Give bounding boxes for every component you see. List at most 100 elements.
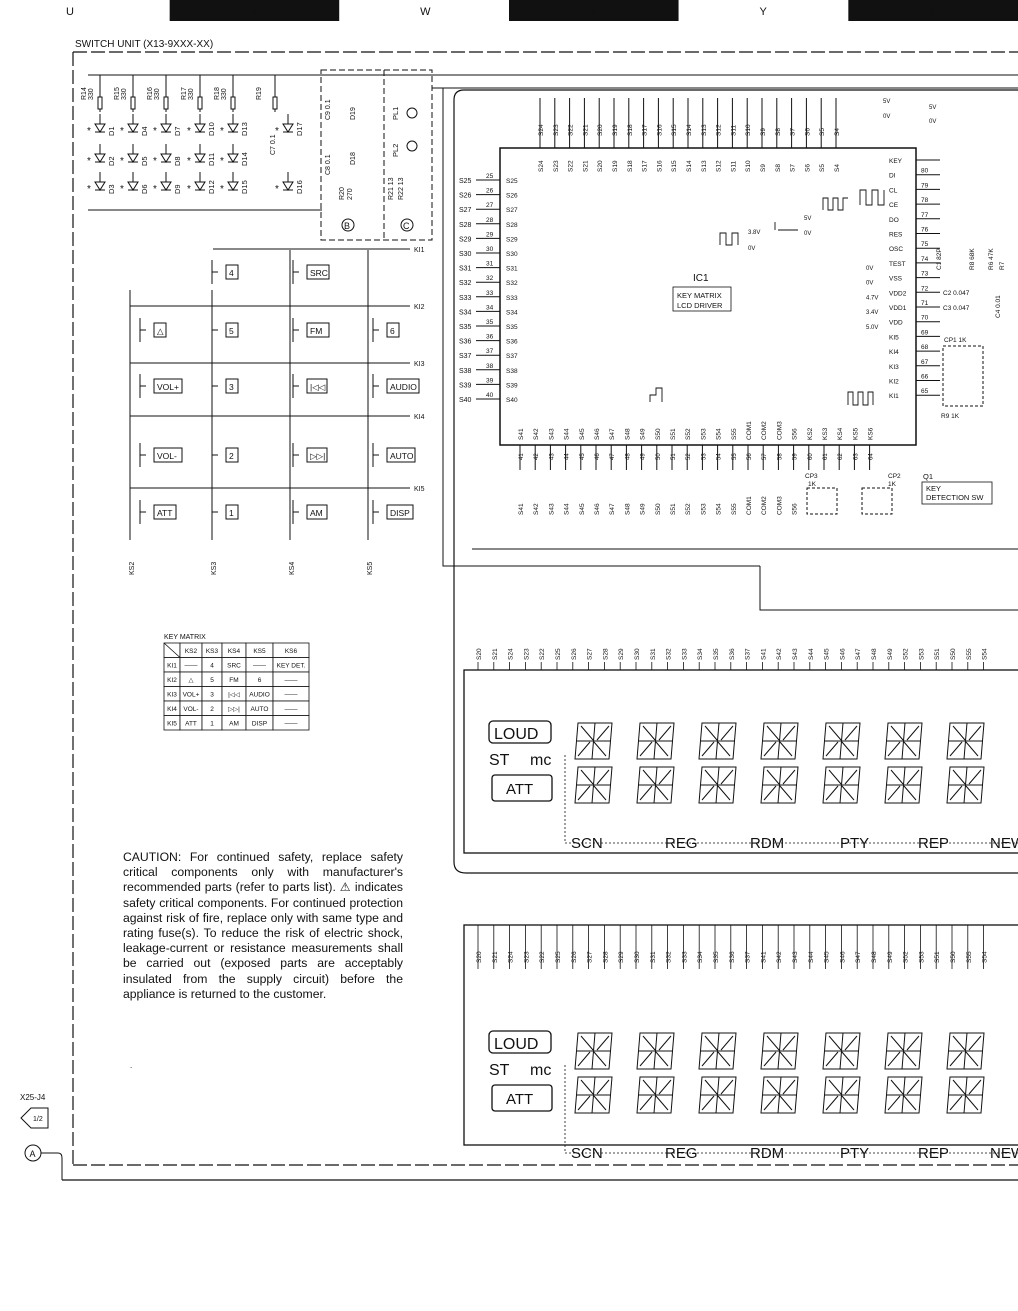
switch-contact-icon [372, 443, 379, 467]
resistor-val: 330 [88, 88, 95, 100]
ic-right-sig: KI3 [889, 364, 899, 371]
lcd-pin-sig: S36 [729, 951, 736, 963]
lcd-pin-sig: S30 [634, 951, 641, 963]
resistor-val: 330 [188, 88, 195, 100]
led-ref: D4 [140, 126, 149, 136]
safety-star-icon: * [187, 126, 191, 137]
resistor-r20-val: 270 [347, 188, 354, 200]
switch-contact-icon [211, 443, 218, 467]
lcd-frame [463, 669, 1018, 854]
lcd-pin-sig: S21 [492, 648, 499, 660]
res-r6: R6 47K [988, 248, 995, 270]
lcd-segment-char-icon [574, 1032, 613, 1070]
ic-right-num: 78 [921, 197, 929, 204]
ic-bottom-sig: KS5 [852, 427, 859, 440]
lcd-pin-sig: S48 [871, 951, 878, 963]
table-cell-text: KS5 [253, 648, 266, 655]
ic-bottom-sig: S46 [594, 428, 601, 440]
ic-top-sig: S19 [612, 124, 619, 136]
ic-left-num: 33 [486, 290, 494, 297]
lcd-pin-sig: S24 [508, 648, 515, 660]
ic-top-inner-sig: S4 [834, 164, 841, 172]
lcd-pin-sig: S51 [934, 648, 941, 660]
ic-left-sig: S39 [459, 382, 472, 389]
lcd-pin-sig: S32 [666, 648, 673, 660]
ic-right-num: 76 [921, 227, 929, 234]
ic-left-num: 35 [486, 319, 494, 326]
lcd-pin-sig: S52 [903, 648, 910, 660]
ic-right-num: 67 [921, 359, 929, 366]
ic-right-sig: VDD2 [889, 290, 907, 297]
ic-right-sig: CE [889, 202, 899, 209]
key-box [306, 322, 330, 338]
lamp-icon [406, 140, 418, 152]
lcd-pin-sig: S42 [776, 648, 783, 660]
ic-top-sig: S12 [716, 124, 723, 136]
key-box [306, 264, 330, 280]
ic-bottom-sig: KS2 [807, 427, 814, 440]
led-ref: D7 [173, 126, 182, 136]
switch-contact-icon [211, 374, 218, 398]
ic-bottom-ext-sig: S49 [640, 503, 647, 515]
table-cell-text: |◁◁ [228, 692, 241, 699]
ic-top-sig: S8 [775, 128, 782, 136]
lcd-att-box [491, 774, 553, 802]
lcd-frame [463, 924, 1018, 1146]
ic-left-inner-sig: S34 [506, 309, 518, 316]
volt-label: 5V [804, 216, 811, 222]
ic-bottom-ext-sig: S56 [792, 503, 799, 515]
key-box [153, 378, 183, 394]
ic1-desc-box [672, 286, 732, 312]
ic-left-num: 37 [486, 348, 494, 355]
diode-d19: D19 [350, 107, 357, 120]
key-box [153, 504, 177, 520]
option-mark-icon [400, 218, 414, 232]
lcd-segment-char-icon [698, 766, 737, 804]
lcd-pin-sig: S43 [792, 648, 799, 660]
lcd-att: ATT [506, 781, 533, 798]
key-box [153, 322, 167, 338]
volt-label: 0V [748, 246, 755, 252]
zone-cell [678, 0, 849, 21]
q1-desc-1: KEY [926, 484, 941, 493]
lcd-pin-sig: S28 [602, 951, 609, 963]
led-diode-icon [160, 153, 172, 163]
zone-cell [339, 0, 509, 21]
ic-bottom-sig: S43 [548, 428, 555, 440]
switch-contact-icon [292, 374, 299, 398]
key-label: AUTO [390, 451, 414, 461]
ic-bottom-ext-sig: S43 [548, 503, 555, 515]
ic-right-sig: VDD1 [889, 305, 907, 312]
resistor-ref: R14 [81, 87, 88, 100]
ic-top-sig: S17 [642, 124, 649, 136]
connector-arrow-icon [20, 1107, 49, 1129]
table-cell-text: KS3 [206, 648, 219, 655]
ic-right-sig: VDD [889, 320, 903, 327]
lcd-bottom-label: REP [918, 1145, 949, 1162]
lcd-segment-char-icon [946, 766, 985, 804]
lcd-pin-sig: S54 [982, 951, 989, 963]
lcd-segment-char-icon [884, 722, 923, 760]
ic-top-inner-sig: S8 [775, 164, 782, 172]
ic-left-sig: S32 [459, 280, 472, 287]
ic-left-num: 38 [486, 363, 494, 370]
lcd-pin-sig: S46 [839, 951, 846, 963]
zone-label: V [251, 6, 259, 18]
ic-left-sig: S34 [459, 309, 472, 316]
led-diode-icon [94, 123, 106, 133]
ic-bottom-sig: S48 [624, 428, 631, 440]
led-ref: D16 [295, 180, 304, 194]
key-label: 5 [229, 326, 234, 336]
ic-bottom-num: 46 [595, 453, 601, 460]
zone-label: U [66, 6, 74, 18]
switch-contact-icon [139, 500, 146, 524]
lcd-segment-char-icon [946, 722, 985, 760]
lcd-pin-sig: S55 [966, 648, 973, 660]
key-box [153, 447, 183, 463]
res-r9: R9 1K [941, 413, 960, 420]
lcd-pin-sig: S26 [571, 951, 578, 963]
caution-note: CAUTION: For continued safety, replace s… [123, 850, 403, 1001]
ks-label: KS3 [211, 562, 218, 575]
table-cell-text: KI2 [167, 677, 177, 684]
